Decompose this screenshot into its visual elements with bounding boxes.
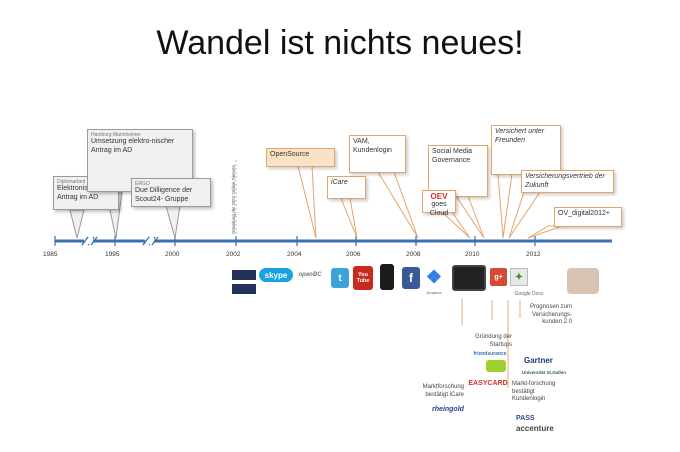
st-gallen-logo: Universität St.Gallen: [522, 370, 567, 375]
pass-logo: PASS: [516, 414, 535, 422]
year-1995: 1995: [105, 251, 120, 258]
callout-text: Due Dilligence der Scout24- Gruppe: [135, 187, 193, 203]
provider-logo-icon: [232, 284, 256, 294]
callout-vam-kundenlogin: VAM, Kundenlogin: [349, 135, 406, 173]
callout-text: Umsetzung elektro-nischer Antrag im AD: [91, 138, 175, 154]
callout-social-media-governance: Social Media Governance: [428, 145, 488, 197]
twitter-icon: t: [331, 268, 349, 288]
google-docs-icon: Google Docs: [514, 291, 544, 297]
callout-text: Elektronischer Antrag im AD: [57, 185, 102, 201]
openbc-icon: openBC: [298, 272, 322, 278]
timeline-ticks: [54, 236, 536, 246]
rheingold-logo: rheingold: [432, 405, 464, 413]
dev-founding-label: Gründung der DEV Online Dienste: [231, 164, 236, 234]
year-2008: 2008: [406, 251, 421, 258]
year-2010: 2010: [465, 251, 480, 258]
year-2000: 2000: [165, 251, 180, 258]
timeline-break-lines: [81, 236, 159, 246]
google-glass-icon: [567, 268, 599, 294]
callout-small-label: Hamburg Mannheimer: [91, 132, 141, 138]
callout-icare: iCare: [327, 176, 366, 199]
dropbox-label: Dropbox: [426, 289, 442, 295]
page-title: Wandel ist nichts neues!: [156, 24, 524, 62]
callout-text: VAM, Kundenlogin: [353, 138, 392, 154]
callout-small-label: Diplomarbeit: [57, 179, 86, 185]
callout-small-label: ERGO: [135, 181, 150, 187]
year-2012: 2012: [526, 251, 541, 258]
callout-text: Versichert unter Freunden: [495, 128, 545, 144]
callout-opensource: OpenSource: [266, 148, 335, 167]
callout-text: Versicherungsvertrieb der Zukunft: [525, 173, 605, 189]
callout-text: iCare: [331, 179, 348, 186]
note-gruendung-startups: Gründung der Startups: [474, 334, 512, 348]
google-plus-icon: g+: [490, 268, 507, 286]
drop-lines: [461, 298, 521, 388]
callout-ov-digital: OV_digital2012+: [554, 207, 622, 227]
iphone-icon: [380, 264, 394, 290]
youtube-icon: You Tube: [353, 266, 373, 290]
gartner-logo: Gartner: [524, 356, 553, 365]
tablet-icon: [452, 265, 486, 291]
callout-text: OV_digital2012+: [558, 210, 610, 217]
callout-text: goes Cloud: [429, 201, 449, 217]
facebook-icon: f: [402, 267, 420, 289]
year-2006: 2006: [346, 251, 361, 258]
callout-oev-cloud: OEV goes Cloud: [422, 190, 456, 217]
year-1985: 1985: [43, 251, 58, 258]
accenture-logo: accenture: [516, 424, 554, 433]
note-prognosen: Prognosen zum Versicherungs-kunden 2.0: [529, 304, 572, 325]
oev-logo: OEV: [430, 192, 448, 201]
callout-due-dilligence: ERGO Due Dilligence der Scout24- Gruppe: [131, 178, 211, 207]
year-2002: 2002: [226, 251, 241, 258]
year-2004: 2004: [287, 251, 302, 258]
provider-logo-icon: [232, 270, 256, 280]
note-kundenlogin: Markt-forschung bestätigt Kundenlogin: [512, 381, 556, 402]
easycard-logo: EASYCARD: [468, 379, 508, 387]
skype-icon: skype: [259, 268, 293, 282]
app-icon: ✦: [510, 268, 528, 286]
dropbox-icon: ❖: [425, 266, 443, 287]
note-marktforschung-icare: Marktforschung bestätigt iCare: [422, 384, 464, 398]
callout-text: OpenSource: [270, 151, 310, 158]
green-logo-icon: [486, 360, 506, 372]
friendsurance-logo: friendsurance: [473, 351, 507, 357]
callout-versichert-unter-freunden: Versichert unter Freunden: [491, 125, 561, 175]
callout-versicherungsvertrieb: Versicherungsvertrieb der Zukunft: [521, 170, 614, 193]
callout-text: Social Media Governance: [432, 148, 473, 164]
